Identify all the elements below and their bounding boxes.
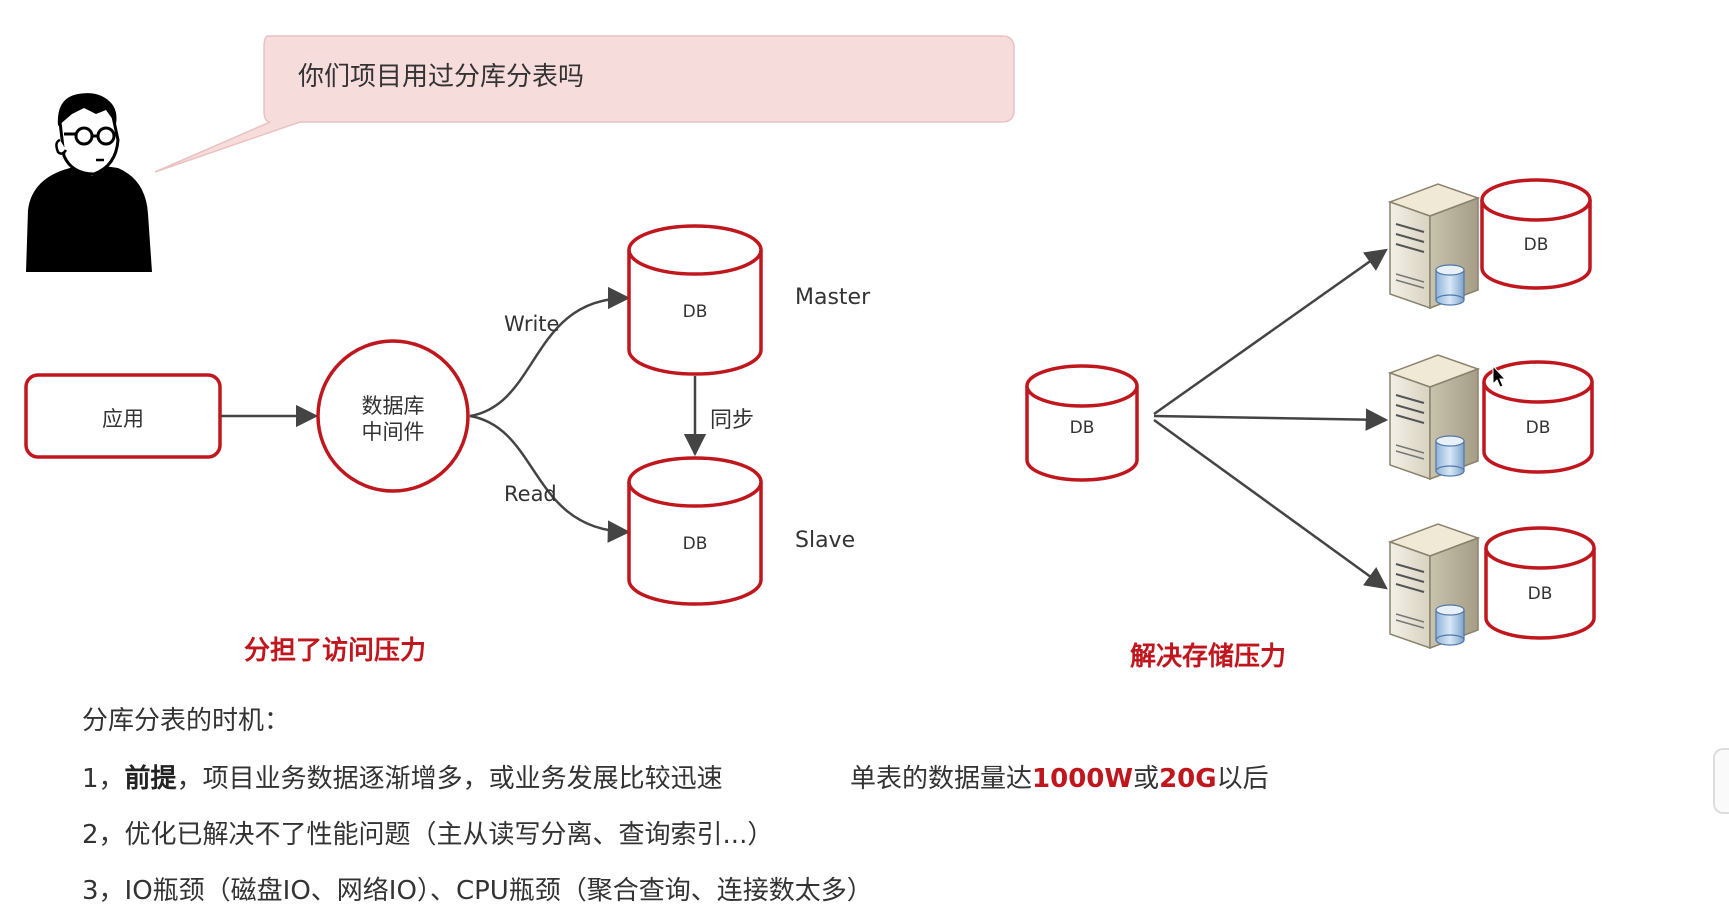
- shard-db-label-3: DB: [1527, 584, 1553, 604]
- shard-db-label-2: DB: [1525, 418, 1551, 438]
- source-db-cylinder: [1025, 364, 1139, 482]
- source-db-label: DB: [1069, 418, 1095, 438]
- left-caption: 分担了访问压力: [244, 636, 427, 666]
- master-db-label: DB: [682, 302, 708, 322]
- person-avatar-icon: [26, 93, 152, 272]
- slave-label: Slave: [795, 528, 856, 553]
- shard-db-cylinder-2: [1482, 360, 1594, 474]
- server-icon: [1387, 183, 1481, 310]
- speech-bubble: [154, 35, 1015, 173]
- shard-arrow-3: [1153, 418, 1388, 590]
- aside-part-c: 或: [1133, 764, 1160, 794]
- aside-value-size: 20G: [1159, 764, 1217, 794]
- sync-label: 同步: [710, 408, 755, 433]
- slave-db-label: DB: [682, 534, 708, 554]
- app-box: [24, 373, 222, 459]
- read-label: Read: [504, 482, 557, 506]
- notes-heading: 分库分表的时机：: [82, 706, 291, 736]
- write-label: Write: [504, 312, 560, 336]
- master-db-cylinder: [627, 224, 763, 376]
- master-label: Master: [795, 285, 871, 310]
- aside-part-e: 以后: [1216, 764, 1269, 794]
- aside-value-rows: 1000W: [1032, 764, 1134, 794]
- read-arrow: [469, 414, 631, 543]
- shard-db-cylinder-1: [1480, 178, 1592, 290]
- notes-item-1: 1，前提，项目业务数据逐渐增多，或业务发展比较迅速: [82, 758, 723, 795]
- app-label: 应用: [102, 407, 144, 431]
- middleware-label-line1: 数据库: [361, 394, 425, 418]
- middleware-circle: [316, 339, 470, 493]
- middleware-label-line2: 中间件: [361, 420, 425, 444]
- cursor-icon: [1492, 364, 1507, 388]
- notes-item-2: 2，优化已解决不了性能问题（主从读写分离、查询索引...）: [82, 820, 774, 850]
- shard-db-cylinder-3: [1484, 526, 1596, 640]
- shard-arrow-1: [1153, 248, 1388, 416]
- item1-bold: 前提: [124, 764, 177, 794]
- slave-db-cylinder: [627, 456, 763, 606]
- notes-item-3: 3，IO瓶颈（磁盘IO、网络IO）、CPU瓶颈（聚合查询、连接数太多）: [82, 876, 873, 906]
- notes-item-1-aside: 单表的数据量达1000W或20G以后: [850, 758, 1269, 795]
- aside-part-a: 单表的数据量达: [850, 764, 1033, 794]
- shard-arrow-2: [1153, 408, 1389, 431]
- right-caption: 解决存储压力: [1130, 642, 1287, 672]
- item1-prefix: 1，: [82, 764, 125, 794]
- shard-db-label-1: DB: [1523, 235, 1549, 255]
- server-icon: [1387, 354, 1481, 481]
- item1-rest: ，项目业务数据逐渐增多，或业务发展比较迅速: [176, 764, 723, 794]
- speech-text: 你们项目用过分库分表吗: [298, 62, 585, 92]
- write-arrow: [469, 286, 631, 418]
- server-icon: [1387, 523, 1481, 650]
- side-tab-handle[interactable]: [1713, 748, 1729, 814]
